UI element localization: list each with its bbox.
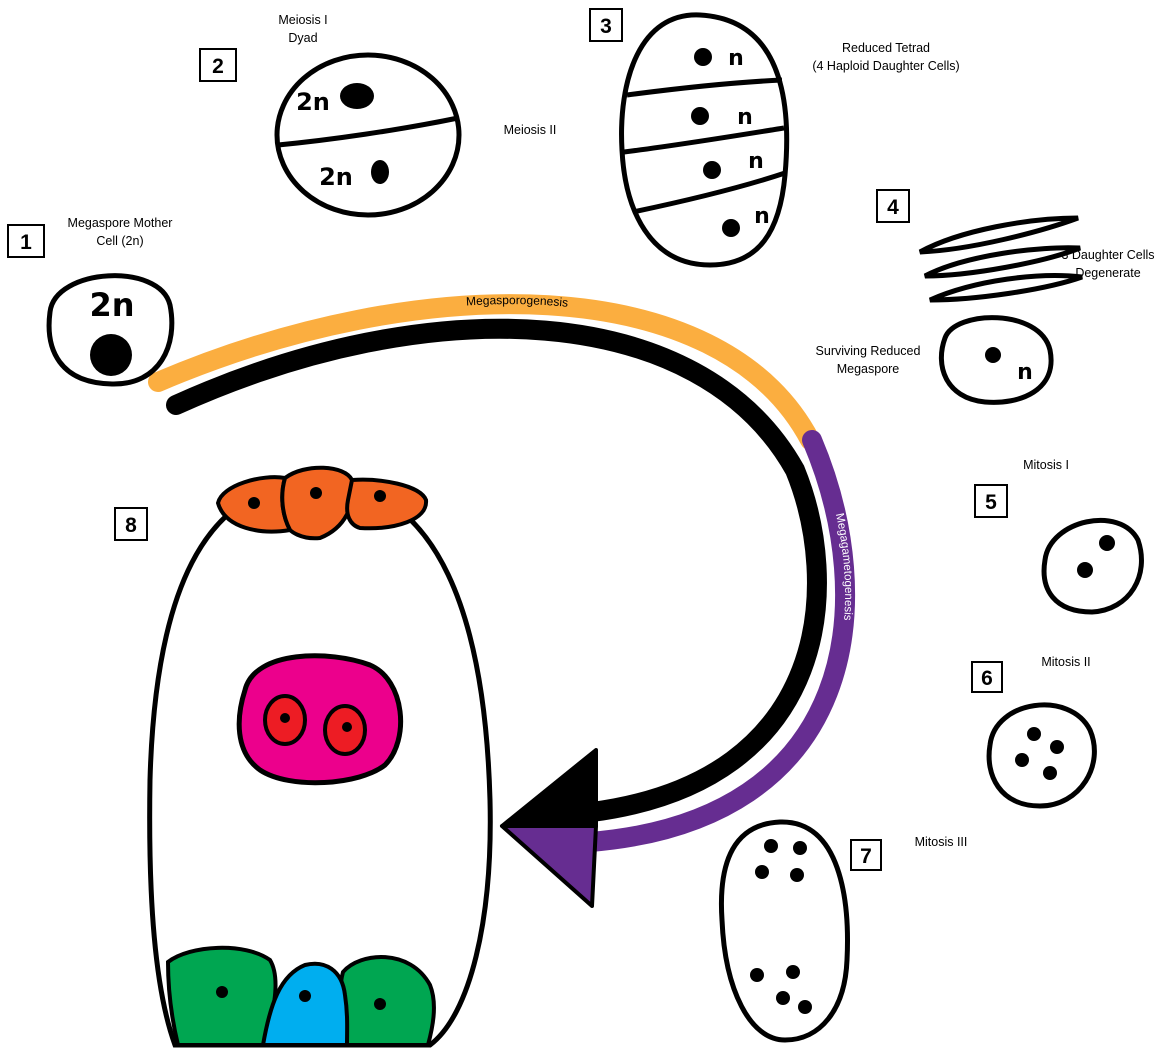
central-cell [239, 656, 400, 783]
ploidy-label: n [1017, 360, 1033, 385]
nucleus-icon [722, 219, 740, 237]
nucleus-icon [786, 965, 800, 979]
ploidy-label: 2n [89, 286, 134, 324]
antipodal-cells [218, 468, 426, 539]
stage-8: 8 [115, 468, 490, 1045]
nucleus-icon [310, 487, 322, 499]
stage-label-line: Meiosis I [278, 13, 327, 27]
nucleus-icon [755, 865, 769, 879]
nucleus-icon [985, 347, 1001, 363]
synergid-cell [340, 957, 434, 1045]
nucleus-icon [1027, 727, 1041, 741]
degenerate-cell [930, 276, 1082, 300]
nucleus-icon [694, 48, 712, 66]
nucleus-icon [1015, 753, 1029, 767]
nucleus-icon [793, 841, 807, 855]
surviving-label-line: Megaspore [837, 362, 900, 376]
meiosis-2-label: Meiosis II [504, 123, 557, 137]
stage-label-line: Degenerate [1075, 266, 1140, 280]
stage-4: 4 3 Daughter Cells Degenerate Surviving … [816, 190, 1155, 402]
stage-7: 7 Mitosis III [721, 822, 967, 1040]
stage-label-line: Dyad [288, 31, 317, 45]
stage-number: 4 [887, 196, 899, 219]
stage-number: 7 [860, 845, 872, 868]
ploidy-label: n [737, 105, 753, 130]
stage-6: 6 Mitosis II [972, 655, 1094, 806]
nucleus-icon [299, 990, 311, 1002]
nucleus-icon [1050, 740, 1064, 754]
cell-icon [989, 705, 1094, 806]
nucleus-icon [280, 713, 290, 723]
stage-number: 2 [212, 55, 224, 78]
ploidy-label: n [754, 204, 770, 229]
nucleus-icon [790, 868, 804, 882]
stage-1: 1 Megaspore Mother Cell (2n) 2n [8, 216, 172, 384]
nucleus-icon [374, 490, 386, 502]
nucleus-icon [374, 998, 386, 1010]
nucleus-icon [216, 986, 228, 998]
nucleus-icon [1077, 562, 1093, 578]
nucleus-icon [750, 968, 764, 982]
stage-number: 5 [985, 491, 997, 514]
nucleus-icon [90, 334, 132, 376]
ploidy-label: 2n [319, 163, 353, 191]
stage-label-line: Megaspore Mother [68, 216, 173, 230]
stage-label-line: Mitosis III [915, 835, 968, 849]
nucleus-icon [248, 497, 260, 509]
nucleus-icon [703, 161, 721, 179]
antipodal-cell [347, 480, 426, 529]
nucleus-icon [371, 160, 389, 184]
nucleus-icon [776, 991, 790, 1005]
nucleus-icon [798, 1000, 812, 1014]
stage-label-line: (4 Haploid Daughter Cells) [812, 59, 959, 73]
surviving-label-line: Surviving Reduced [816, 344, 921, 358]
stage-number: 8 [125, 514, 137, 537]
stage-label-line: Cell (2n) [96, 234, 143, 248]
cell-icon [721, 822, 847, 1040]
arrowhead-purple-half [502, 826, 596, 906]
ploidy-label: n [728, 46, 744, 71]
stage-number: 3 [600, 15, 612, 38]
nucleus-icon [764, 839, 778, 853]
cell-icon [1044, 520, 1141, 612]
stage-number: 1 [20, 231, 32, 254]
stage-label-line: Reduced Tetrad [842, 41, 930, 55]
ploidy-label: n [748, 149, 764, 174]
stage-3: 3 Reduced Tetrad (4 Haploid Daughter Cel… [590, 9, 960, 265]
stage-5: 5 Mitosis I [975, 458, 1141, 612]
stage-label-line: Mitosis I [1023, 458, 1069, 472]
nucleus-icon [1099, 535, 1115, 551]
nucleus-icon [1043, 766, 1057, 780]
nucleus-icon [342, 722, 352, 732]
stage-2: 2 Meiosis I Dyad 2n 2n [200, 13, 459, 215]
curved-arrow-icon [502, 750, 596, 826]
stage-label-line: Mitosis II [1041, 655, 1090, 669]
nucleus-icon [340, 83, 374, 109]
ploidy-label: 2n [296, 88, 330, 116]
nucleus-icon [691, 107, 709, 125]
stage-number: 6 [981, 667, 993, 690]
